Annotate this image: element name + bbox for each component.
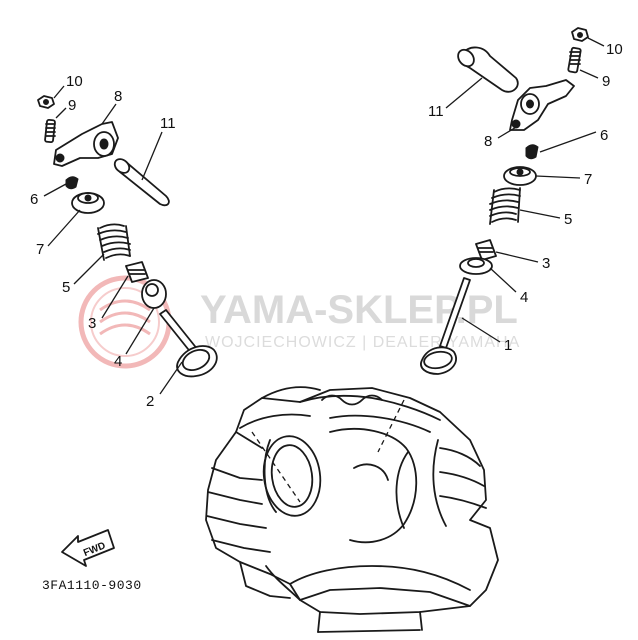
lock-nut-left: [37, 95, 55, 109]
spring-retainer-left: [71, 192, 105, 214]
drawing-code: 3FA1110-9030: [42, 578, 142, 593]
spring-seat-right: [459, 257, 493, 275]
callout-left-4: 4: [114, 353, 122, 370]
callout-left-5: 5: [62, 279, 70, 296]
oil-seal-left: [125, 261, 149, 283]
oil-seal-right: [475, 239, 497, 261]
adjusting-screw-left: [44, 118, 56, 144]
callout-left-3: 3: [88, 315, 96, 332]
intake-valve-right: [420, 277, 471, 375]
watermark-subtitle: WOJCIECHOWICZ | DEALER YAMAHA: [205, 334, 520, 351]
callout-right-11: 11: [428, 103, 444, 120]
spring-seat-left: [141, 279, 167, 309]
callout-right-7: 7: [584, 171, 592, 188]
rocker-shaft-left: [113, 158, 170, 207]
right-valve-train: [420, 27, 589, 375]
callout-left-10: 10: [66, 73, 83, 90]
adjusting-screw-right: [567, 46, 582, 74]
callout-right-4: 4: [520, 289, 528, 306]
callout-right-10: 10: [606, 41, 623, 58]
callout-right-9: 9: [602, 73, 610, 90]
cylinder-head: [205, 386, 499, 633]
fwd-arrow-icon: FWD: [61, 529, 115, 567]
rocker-arm-right: [509, 79, 575, 131]
rocker-arm-left: [53, 121, 119, 167]
valve-spring-right: [489, 187, 521, 225]
exhaust-valve-left: [159, 309, 218, 378]
spring-retainer-right: [503, 166, 537, 186]
callouts-right: 10 9 11 8 6 7 5 3 4 1: [428, 41, 623, 354]
callouts-left: 10 9 8 11 6 7 5 3 4 2: [30, 73, 176, 410]
callout-right-6: 6: [600, 127, 608, 144]
leader-lines: [43, 37, 605, 395]
callout-left-6: 6: [30, 191, 38, 208]
rocker-shaft-right: [457, 46, 519, 93]
callout-left-8: 8: [114, 88, 122, 105]
watermark-title: YAMA-SKLEP.PL: [200, 288, 518, 332]
callout-left-9: 9: [68, 97, 76, 114]
callout-left-2: 2: [146, 393, 154, 410]
left-valve-train: [37, 95, 218, 378]
callout-left-11: 11: [160, 115, 176, 132]
callout-right-8: 8: [484, 133, 492, 150]
callout-right-3: 3: [542, 255, 550, 272]
valve-cotter-left: [65, 176, 79, 190]
callout-right-1: 1: [504, 337, 512, 354]
lock-nut-right: [571, 27, 589, 42]
callout-right-5: 5: [564, 211, 572, 228]
valve-cotter-right: [525, 144, 539, 160]
callout-left-7: 7: [36, 241, 44, 258]
